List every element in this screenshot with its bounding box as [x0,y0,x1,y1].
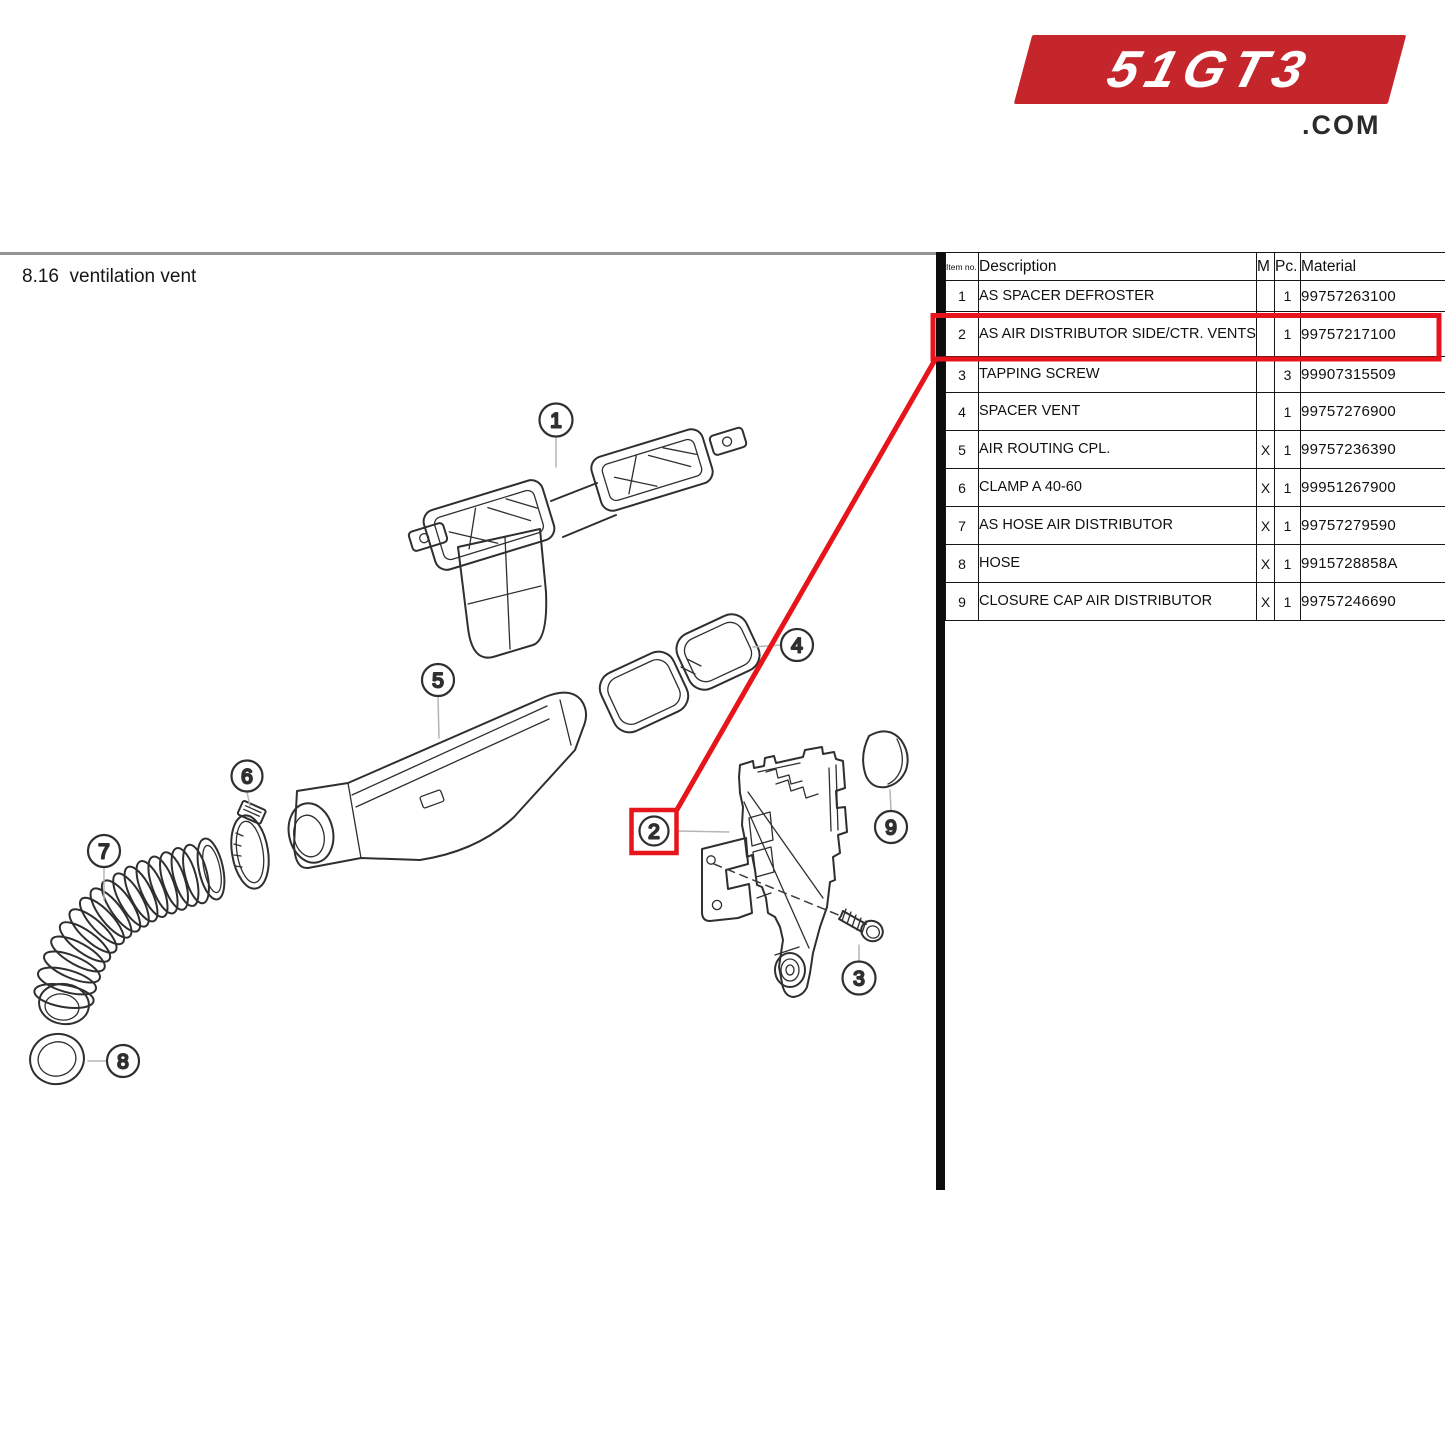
callout-1-label: 1 [550,410,562,433]
part-air-routing-duct [287,691,587,870]
cell-description: CLOSURE CAP AIR DISTRIBUTOR [978,582,1257,621]
callout-7-label: 7 [98,841,110,864]
callout-4-label: 4 [791,635,803,658]
table-row[interactable]: 7 AS HOSE AIR DISTRIBUTOR X 1 9975727959… [945,506,1445,545]
cell-material: 99757279590 [1300,506,1445,545]
callout-9-label: 9 [885,817,897,840]
cell-item-no: 9 [945,582,979,621]
table-row[interactable]: 4 SPACER VENT 1 99757276900 [945,392,1445,431]
cell-material: 99757276900 [1300,392,1445,431]
cell-description: CLAMP A 40-60 [978,468,1257,507]
part-air-distributor [701,746,848,998]
part-clamp [230,800,270,890]
part-tapping-screw [838,908,884,943]
callout-3-label: 3 [853,968,865,991]
table-row[interactable]: 5 AIR ROUTING CPL. X 1 99757236390 [945,430,1445,469]
cell-description: AS HOSE AIR DISTRIBUTOR [978,506,1257,545]
callout-4: 4 [779,627,815,663]
header-divider [0,252,941,255]
part-defroster-duct [407,426,748,659]
cell-item-no: 8 [945,544,979,583]
part-corrugated-hose [33,837,226,1026]
callout-8-label: 8 [117,1051,129,1074]
cell-item-no: 5 [945,430,979,469]
part-hose-ring [29,1032,85,1086]
cell-material: 99951267900 [1300,468,1445,507]
callout-6-label: 6 [241,766,253,789]
callout-5-label: 5 [432,670,444,693]
callout-7: 7 [86,833,122,869]
part-vent-spacers [598,613,761,734]
callout-1: 1 [538,402,574,438]
callout-9: 9 [873,809,909,845]
cell-material: 9915728858A [1300,544,1445,583]
section-title: 8.16 ventilation vent [22,266,197,287]
table-row[interactable]: 1 AS SPACER DEFROSTER 1 99757263100 [945,280,1445,312]
cell-material: 99757236390 [1300,430,1445,469]
cell-pc: 1 [1274,544,1301,583]
table-row[interactable]: 6 CLAMP A 40-60 X 1 99951267900 [945,468,1445,507]
cell-material: 99757246690 [1300,582,1445,621]
brand-logo[interactable]: 51GT3 .COM [1013,26,1415,151]
cell-description: AIR ROUTING CPL. [978,430,1257,469]
callout-2-label: 2 [648,821,660,844]
cell-item-no: 4 [945,392,979,431]
col-header-description: Description [978,252,1257,281]
table-row[interactable]: 9 CLOSURE CAP AIR DISTRIBUTOR X 1 997572… [945,582,1445,621]
table-row[interactable]: 3 TAPPING SCREW 3 99907315509 [945,356,1445,393]
callout-5: 5 [420,662,456,698]
cell-pc: 1 [1274,582,1301,621]
table-divider-bar [936,252,945,1190]
table-row[interactable]: 8 HOSE X 1 9915728858A [945,544,1445,583]
cell-description: TAPPING SCREW [978,356,1257,393]
table-header-row: Item no. Description M Pc. Material [945,252,1445,281]
cell-pc: 1 [1274,280,1301,312]
callout-8: 8 [105,1043,141,1079]
leader-lines [87,435,892,1062]
cell-description: SPACER VENT [978,392,1257,431]
callout-3: 3 [841,960,877,996]
logo-domain-suffix: .COM [1302,110,1381,140]
callout-2: 2 [638,815,670,847]
part-closure-cap [862,730,909,789]
cell-pc: 1 [1274,468,1301,507]
callout-6: 6 [230,759,264,793]
cell-pc: 3 [1274,356,1301,393]
